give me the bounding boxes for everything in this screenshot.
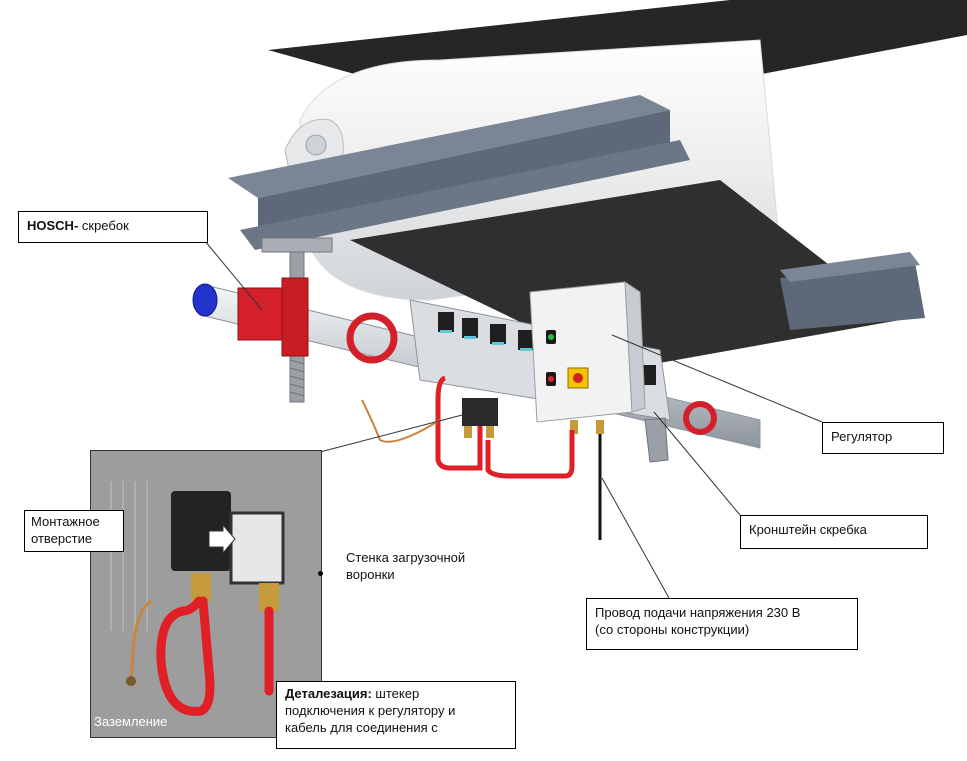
- detail-socket: [229, 511, 285, 585]
- red-ring-left: [346, 312, 398, 364]
- gland-left: [570, 420, 578, 434]
- power-wire-line2: (со стороны конструкции): [595, 621, 750, 637]
- main-switch-knob: [573, 373, 583, 383]
- red-ring-right: [683, 401, 717, 435]
- detail-line3: кабель для соединения с: [285, 719, 438, 735]
- red-lamp: [548, 376, 554, 382]
- detail-red-cable: [156, 596, 274, 716]
- detail-bold: Деталезация:: [285, 686, 372, 701]
- red-clamp-post: [281, 277, 309, 357]
- ground-wire: [361, 399, 441, 443]
- callout-detail: Деталезация: штекер подключения к регуля…: [276, 681, 516, 749]
- detail-plug: [171, 491, 231, 571]
- label-chute-wall: Стенка загрузочной воронки: [346, 550, 465, 584]
- callout-scraper-bracket: Кронштейн скребка: [740, 515, 928, 549]
- power-wire-line1: Провод подачи напряжения 230 В: [595, 605, 801, 620]
- detail-line2: подключения к регулятору и: [285, 702, 456, 718]
- detail-fins: [110, 481, 148, 631]
- clamp-plate: [261, 237, 333, 253]
- detail-gland-right: [259, 583, 279, 611]
- label-grounding: Заземление: [94, 714, 167, 731]
- bearing-hub: [305, 134, 327, 156]
- regulator-label: Регулятор: [831, 429, 893, 444]
- right-bracket: [644, 417, 669, 463]
- connector-gland-b: [486, 426, 494, 438]
- green-lamp: [548, 334, 554, 340]
- detail-ground-lug: [126, 676, 136, 686]
- regulator-box-side: [624, 281, 646, 413]
- i-beam-right: [780, 262, 925, 330]
- detail-arrow: [208, 523, 236, 555]
- leader-lines: [204, 240, 823, 599]
- regulator-box: [529, 281, 633, 423]
- belt-bottom: [350, 180, 900, 370]
- gland-right: [596, 420, 604, 434]
- mount-hole-line1: Монтажное: [31, 514, 100, 529]
- callout-regulator: Регулятор: [822, 422, 944, 454]
- connector-gland-a: [464, 426, 472, 438]
- chute-wall-marker: [318, 571, 323, 576]
- detail-line1-rest: штекер: [371, 686, 420, 701]
- pipe-end-cap: [192, 283, 218, 317]
- connector-box: [462, 398, 498, 426]
- rod-threads: [289, 359, 305, 397]
- chute-wall-line1: Стенка загрузочной: [346, 550, 466, 565]
- callout-hosch-scraper: HOSCH- скребок: [18, 211, 208, 243]
- detail-ground-wire: [129, 599, 152, 680]
- chute-wall-line2: воронки: [346, 566, 395, 582]
- i-beam-bottom: [240, 140, 690, 250]
- i-beam-top: [228, 95, 670, 198]
- scraper-bracket-label: Кронштейн скребка: [749, 522, 867, 537]
- grounding-label: Заземление: [94, 714, 168, 729]
- callout-power-wire: Провод подачи напряжения 230 В (со сторо…: [586, 598, 858, 650]
- red-cable: [435, 375, 575, 479]
- hosch-rest: скребок: [78, 218, 129, 233]
- hosch-brand: HOSCH-: [27, 218, 79, 233]
- blade-accents: [440, 330, 532, 351]
- i-beam-right-flange: [780, 252, 920, 282]
- mount-hole-line2: отверстие: [31, 530, 93, 546]
- detail-gland-left: [191, 573, 211, 601]
- callout-mounting-hole: Монтажное отверстие: [24, 510, 124, 552]
